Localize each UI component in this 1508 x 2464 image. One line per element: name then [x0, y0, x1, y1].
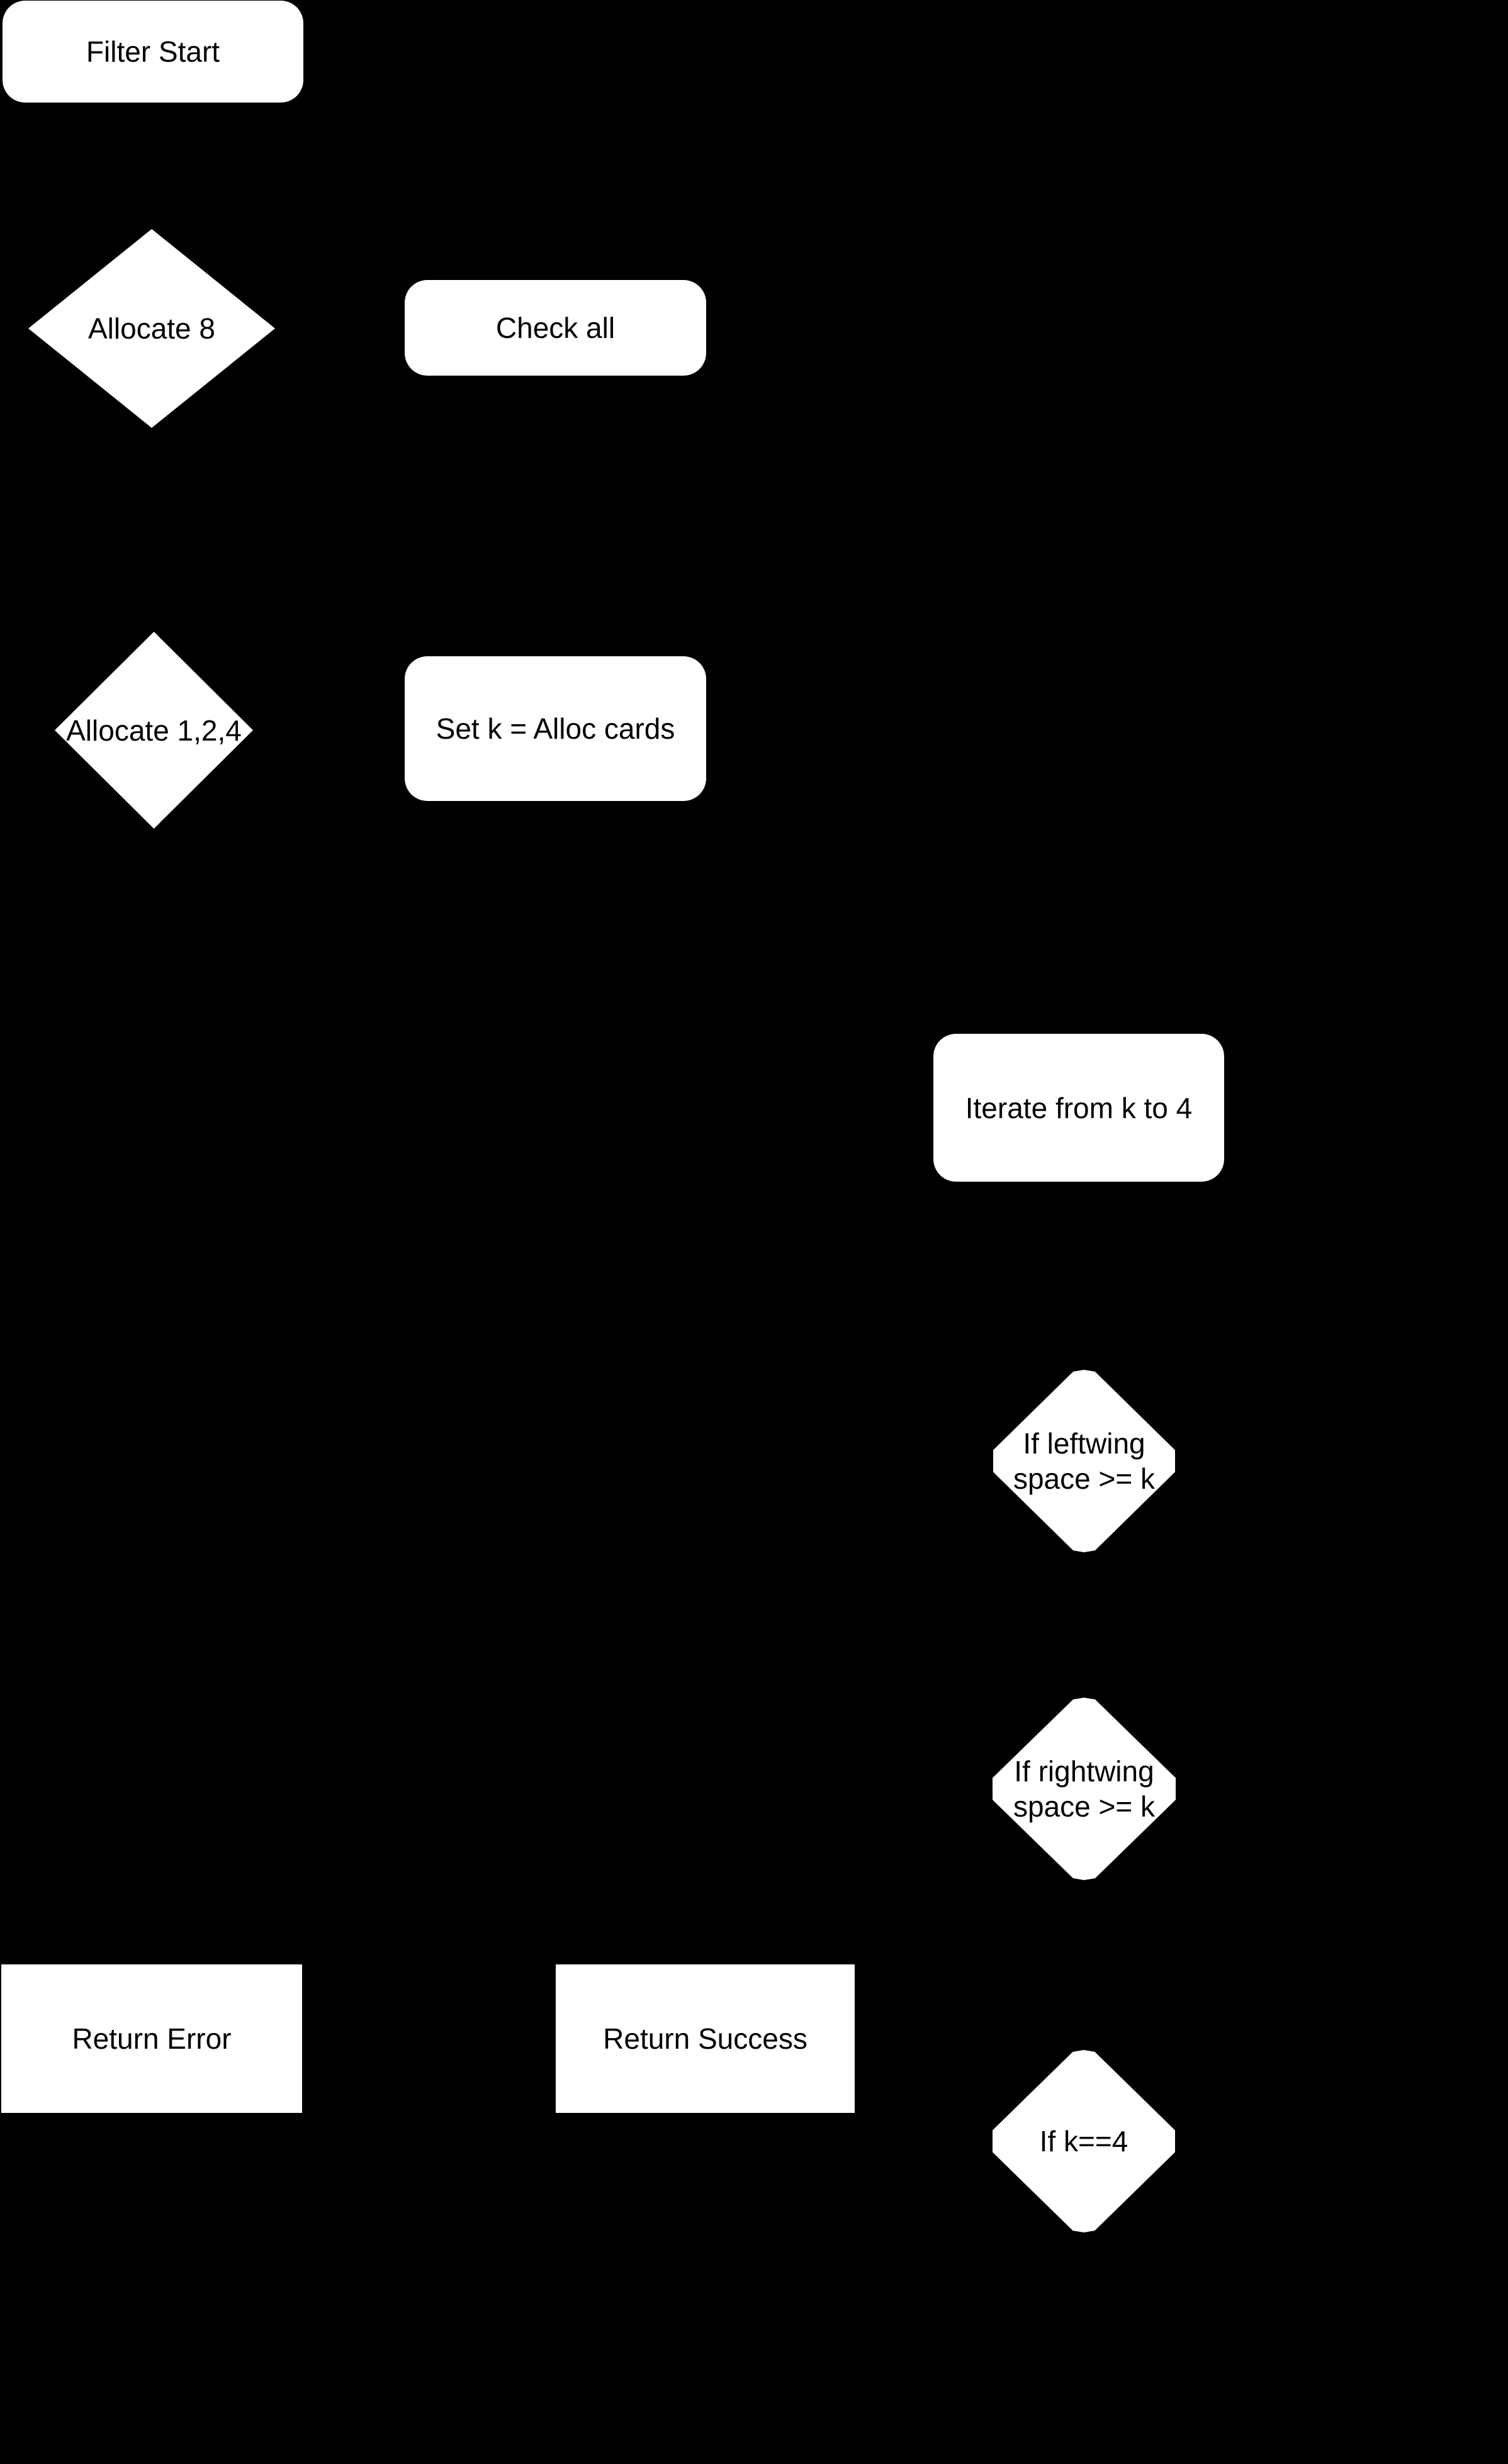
node-label: Return Success [603, 2022, 807, 2055]
node-label-line-2: space >= k [1013, 1790, 1156, 1823]
node-label: If k==4 [1039, 2125, 1128, 2158]
node-check-all[interactable]: Check all [405, 280, 706, 376]
node-label: Allocate 1,2,4 [66, 714, 242, 747]
rounded-rectangle-shape [405, 280, 706, 376]
node-label: If leftwing space >= k [1013, 1426, 1155, 1496]
node-filter-start[interactable]: Filter Start [3, 1, 303, 103]
node-allocate-8[interactable]: Allocate 8 [28, 229, 275, 428]
node-label: Iterate from k to 4 [965, 1091, 1193, 1124]
node-label-line-2: space >= k [1013, 1462, 1156, 1495]
node-set-k-alloc-cards[interactable]: Set k = Alloc cards [405, 656, 706, 801]
rectangle-shape [1, 1964, 302, 2113]
node-iterate-from-k-to-4[interactable]: Iterate from k to 4 [933, 1034, 1224, 1182]
node-label: If rightwing space >= k [1013, 1754, 1155, 1824]
node-allocate-1-2-4[interactable]: Allocate 1,2,4 [55, 632, 253, 829]
node-if-k-equals-4[interactable]: If k==4 [993, 2050, 1175, 2232]
node-label: Allocate 8 [87, 312, 215, 345]
node-label-line-1: If leftwing [1023, 1427, 1145, 1460]
rounded-rectangle-shape [933, 1034, 1224, 1182]
rounded-rectangle-shape [3, 1, 303, 103]
rectangle-shape [556, 1964, 855, 2113]
node-label: Return Error [72, 2022, 232, 2055]
node-label: Check all [495, 311, 616, 344]
node-label: Filter Start [86, 35, 220, 68]
node-return-error[interactable]: Return Error [1, 1964, 302, 2113]
rounded-rectangle-shape [405, 656, 706, 801]
node-label-line-1: If rightwing [1014, 1755, 1154, 1788]
node-label: Set k = Alloc cards [436, 712, 675, 745]
node-return-success[interactable]: Return Success [556, 1964, 855, 2113]
node-if-leftwing-space[interactable]: If leftwing space >= k [993, 1370, 1175, 1552]
node-if-rightwing-space[interactable]: If rightwing space >= k [993, 1698, 1176, 1880]
